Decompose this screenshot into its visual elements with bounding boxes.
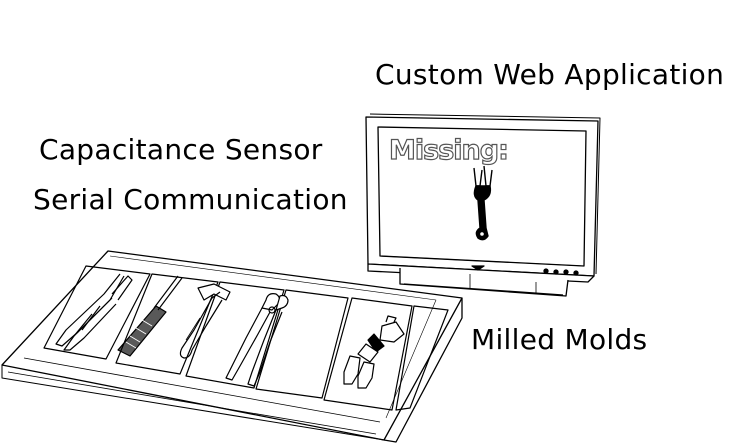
crimper-icon [343, 315, 405, 389]
wire-cutter-icon [225, 293, 289, 387]
pliers-icon [55, 273, 133, 351]
hammer-icon [179, 283, 231, 359]
wrench-icon [473, 165, 493, 241]
tray-slot [185, 281, 285, 389]
label-capacitance-sensor: Capacitance Sensor [39, 133, 323, 166]
tool-tray [1, 250, 463, 443]
tray-slot [43, 265, 151, 360]
tray-slot [255, 289, 349, 399]
screwdriver-icon [117, 275, 183, 357]
tray-slot [115, 273, 219, 375]
label-milled-molds: Milled Molds [471, 323, 648, 356]
missing-text: Missing: [388, 134, 509, 166]
label-serial-communication: Serial Communication [33, 183, 348, 216]
tray-slot [323, 297, 413, 411]
tray-slots [43, 255, 449, 419]
label-custom-web-application: Custom Web Application [375, 58, 725, 91]
tray-slot [395, 305, 449, 411]
